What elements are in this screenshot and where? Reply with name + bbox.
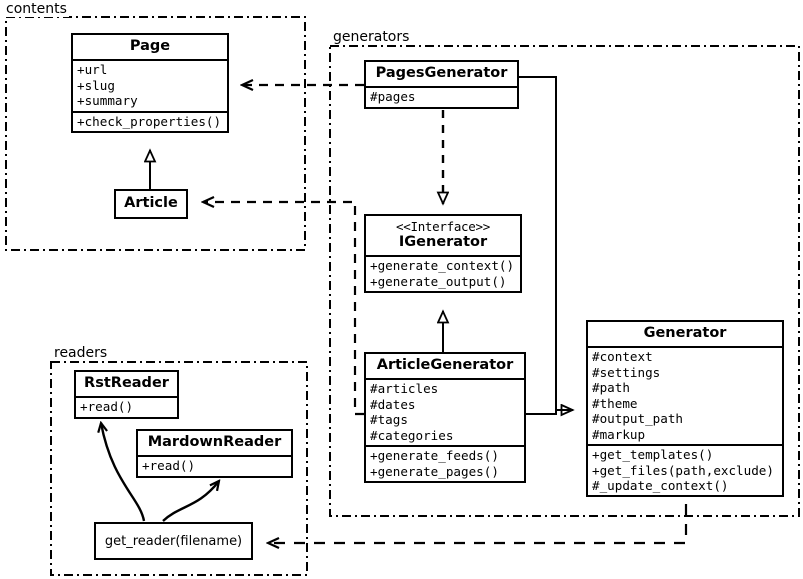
attribute-row: #theme [592, 395, 638, 411]
method-row: +generate_context() [370, 258, 515, 274]
class-box-mardownreader[interactable]: MardownReader +read() [136, 429, 293, 478]
class-title-mardownreader: MardownReader [147, 434, 282, 450]
method-row: +generate_output() [370, 273, 507, 289]
method-row: +read() [80, 399, 134, 415]
method-row: +generate_feeds() [370, 448, 499, 464]
class-methods-mardownreader: +read() [138, 455, 291, 475]
function-box-get-reader[interactable]: get_reader(filename) [94, 522, 253, 560]
class-methods-page: +check_properties() [73, 110, 227, 131]
line-pagesgenerator-to-generator [519, 76, 573, 410]
class-box-rstreader[interactable]: RstReader +read() [74, 370, 179, 419]
class-box-pagesgenerator[interactable]: PagesGenerator #pages [364, 60, 519, 109]
attribute-row: #articles [370, 381, 439, 397]
function-label-get-reader: get_reader(filename) [104, 533, 243, 549]
class-header-rstreader: RstReader [76, 372, 177, 396]
class-attributes-generator: #context #settings #path #theme #output_… [588, 346, 782, 444]
attribute-row: #dates [370, 396, 416, 412]
attribute-row: +summary [77, 93, 138, 109]
attribute-row: #categories [370, 427, 454, 443]
class-box-generator[interactable]: Generator #context #settings #path #them… [586, 320, 784, 498]
class-methods-igenerator: +generate_context() +generate_output() [366, 255, 520, 291]
class-title-page: Page [129, 38, 171, 54]
class-header-article: Article [116, 191, 186, 217]
class-header-igenerator: <<Interface>> IGenerator [366, 216, 520, 255]
class-title-pagesgenerator: PagesGenerator [375, 65, 508, 81]
class-box-article[interactable]: Article [114, 189, 188, 220]
class-stereotype-igenerator: <<Interface>> [396, 219, 490, 234]
attribute-row: #pages [370, 89, 416, 105]
line-articlegenerator-to-article [203, 202, 364, 416]
class-methods-rstreader: +read() [76, 396, 177, 416]
class-attributes-articlegenerator: #articles #dates #tags #categories [366, 378, 524, 445]
method-row: +get_templates() [592, 447, 714, 463]
line-getreader-to-mardownreader [162, 481, 219, 522]
method-row: +get_files(path,exclude) [592, 462, 774, 478]
method-row: #_update_context() [592, 477, 729, 493]
method-row: +check_properties() [77, 113, 222, 129]
class-box-page[interactable]: Page +url +slug +summary +check_properti… [71, 33, 229, 134]
class-title-rstreader: RstReader [84, 375, 169, 391]
class-header-page: Page [73, 35, 227, 59]
class-header-pagesgenerator: PagesGenerator [366, 62, 517, 86]
attribute-row: +url [77, 62, 108, 78]
attribute-row: #settings [592, 364, 661, 380]
class-title-generator: Generator [643, 325, 727, 341]
line-generator-to-getreader [268, 504, 688, 543]
method-row: +read() [142, 458, 196, 474]
attribute-row: #tags [370, 412, 408, 428]
class-box-articlegenerator[interactable]: ArticleGenerator #articles #dates #tags … [364, 352, 526, 484]
class-attributes-page: +url +slug +summary [73, 59, 227, 110]
method-row: +generate_pages() [370, 463, 499, 479]
class-title-articlegenerator: ArticleGenerator [376, 357, 514, 373]
attribute-row: #output_path [592, 411, 683, 427]
class-header-generator: Generator [588, 322, 782, 346]
attribute-row: #context [592, 349, 653, 365]
class-methods-articlegenerator: +generate_feeds() +generate_pages() [366, 445, 524, 481]
class-methods-generator: +get_templates() +get_files(path,exclude… [588, 444, 782, 495]
package-label-readers: readers [52, 345, 110, 361]
class-attributes-pagesgenerator: #pages [366, 86, 517, 106]
class-box-igenerator[interactable]: <<Interface>> IGenerator +generate_conte… [364, 214, 522, 294]
line-articlegenerator-to-generator [526, 409, 573, 415]
package-label-contents: contents [4, 1, 69, 17]
class-header-mardownreader: MardownReader [138, 431, 291, 455]
class-title-igenerator: IGenerator [398, 234, 488, 250]
class-title-article: Article [124, 195, 178, 211]
attribute-row: #path [592, 380, 630, 396]
attribute-row: +slug [77, 77, 115, 93]
package-label-generators: generators [331, 29, 412, 45]
class-header-articlegenerator: ArticleGenerator [366, 354, 524, 378]
attribute-row: #markup [592, 426, 646, 442]
